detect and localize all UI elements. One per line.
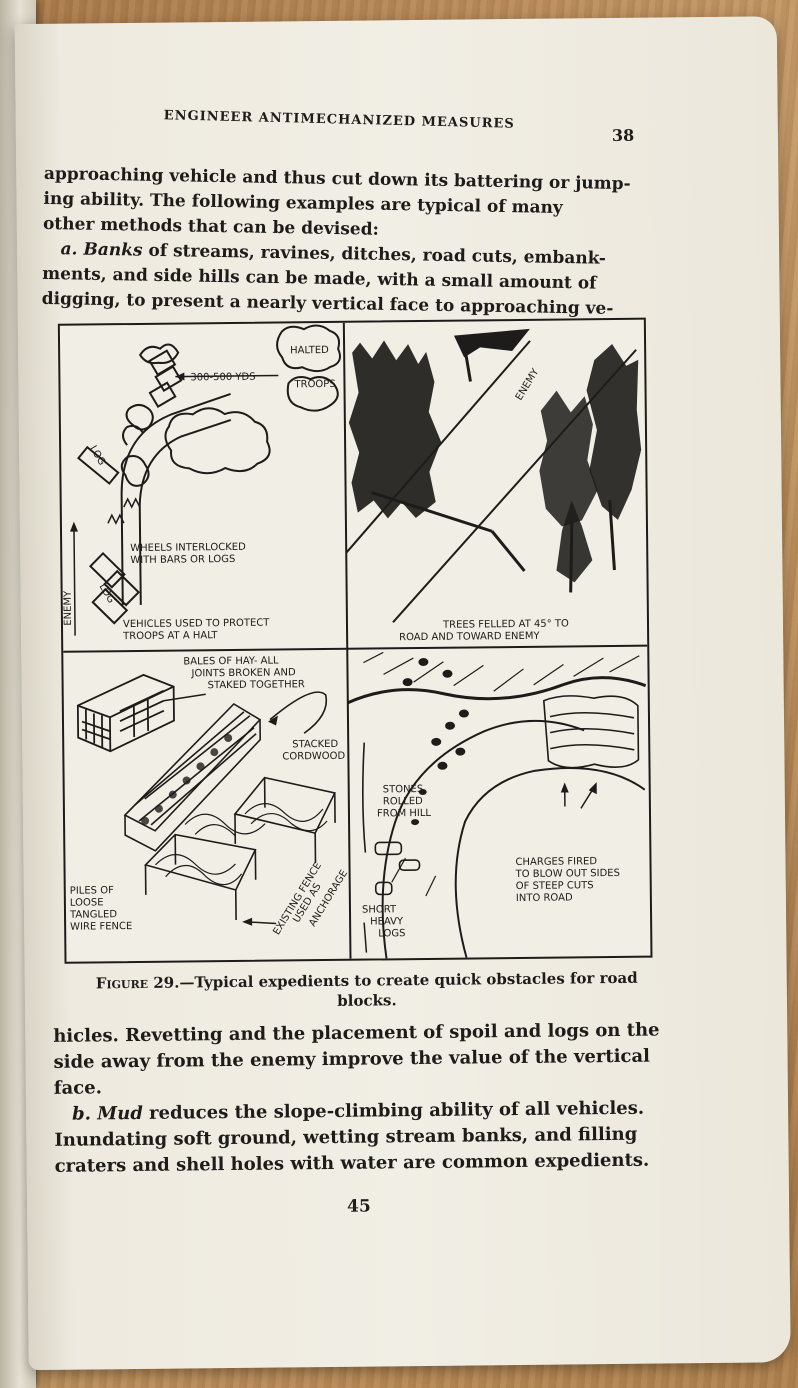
label-trees-2: ROAD AND TOWARD ENEMY bbox=[399, 631, 540, 643]
label-stones-2: ROLLED bbox=[383, 796, 423, 807]
text-line: craters and shell holes with water are c… bbox=[54, 1149, 650, 1177]
label-short-3: LOGS bbox=[378, 928, 405, 939]
label-halted: HALTED bbox=[290, 345, 329, 356]
label-bales-2: JOINTS BROKEN AND bbox=[190, 667, 296, 679]
label-stones-1: STONES bbox=[383, 784, 424, 795]
panel-stones-charges-logs: STONES ROLLED FROM HILL CHARGES FIRED TO… bbox=[347, 651, 647, 959]
label-piles-4: WIRE FENCE bbox=[70, 921, 132, 933]
label-charges-2: TO BLOW OUT SIDES bbox=[515, 868, 620, 880]
footer-page-number: 45 bbox=[346, 1196, 371, 1217]
figure-caption: Figure 29.—Typical expedients to create … bbox=[65, 967, 669, 1013]
bottom-paragraph: hicles. Revetting and the placement of s… bbox=[53, 1017, 671, 1179]
label-wheels-1: WHEELS INTERLOCKED bbox=[130, 542, 246, 554]
label-wheels-2: WITH BARS OR LOGS bbox=[130, 554, 235, 566]
label-bales-3: STAKED TOGETHER bbox=[208, 679, 305, 691]
label-enemy-2: ENEMY bbox=[514, 366, 542, 402]
item-a-label: a. bbox=[60, 239, 78, 260]
figure-illustration: HALTED TROOPS 300-500 YDS LOG LOG ENEMY … bbox=[63, 322, 648, 959]
panel-vehicles-protect-troops: HALTED TROOPS 300-500 YDS LOG LOG ENEMY … bbox=[63, 324, 341, 642]
label-piles-1: PILES OF bbox=[70, 885, 114, 896]
label-stacked-2: CORDWOOD bbox=[282, 751, 345, 763]
item-b-text: reduces the slope-climbing ability of al… bbox=[142, 1097, 645, 1124]
book-page: ENGINEER ANTIMECHANIZED MEASURES 38 appr… bbox=[14, 16, 791, 1371]
header-page-number: 38 bbox=[611, 125, 635, 145]
label-stacked-1: STACKED bbox=[292, 739, 338, 750]
running-header: ENGINEER ANTIMECHANIZED MEASURES bbox=[163, 108, 515, 132]
figure-caption-text: —Typical expedients to create quick obst… bbox=[179, 968, 638, 1010]
label-charges-1: CHARGES FIRED bbox=[515, 856, 597, 868]
label-trees-1: TREES FELLED AT 45° TO bbox=[442, 618, 569, 630]
label-piles-2: LOOSE bbox=[70, 897, 104, 908]
item-b-label: b. bbox=[71, 1103, 92, 1125]
label-charges-3: OF STEEP CUTS bbox=[516, 880, 594, 892]
label-charges-4: INTO ROAD bbox=[516, 892, 573, 904]
label-distance: 300-500 YDS bbox=[190, 372, 255, 384]
label-bales-1: BALES OF HAY- ALL bbox=[183, 655, 279, 667]
item-b-term: Mud bbox=[97, 1102, 143, 1125]
top-paragraph: approaching vehicle and thus cut down it… bbox=[42, 162, 645, 322]
label-troops: TROOPS bbox=[293, 379, 335, 390]
label-log-top: LOG bbox=[87, 444, 107, 468]
label-vehicles-2: TROOPS AT A HALT bbox=[122, 630, 218, 642]
label-enemy-1: ENEMY bbox=[63, 590, 74, 626]
label-piles-3: TANGLED bbox=[69, 909, 117, 921]
figure-caption-label: Figure 29. bbox=[95, 973, 180, 993]
label-vehicles-1: VEHICLES USED TO PROTECT bbox=[123, 618, 270, 631]
panel-felled-trees: ENEMY TREES FELLED AT 45° TO ROAD AND TO… bbox=[345, 328, 642, 643]
item-a-term: Banks bbox=[83, 239, 143, 261]
panel-hay-cordwood-wire: BALES OF HAY- ALL JOINTS BROKEN AND STAK… bbox=[69, 655, 350, 937]
figure-29: HALTED TROOPS 300-500 YDS LOG LOG ENEMY … bbox=[57, 317, 653, 964]
label-stones-3: FROM HILL bbox=[377, 808, 432, 820]
label-short-2: HEAVY bbox=[370, 916, 404, 927]
label-short-1: SHORT bbox=[362, 904, 397, 915]
